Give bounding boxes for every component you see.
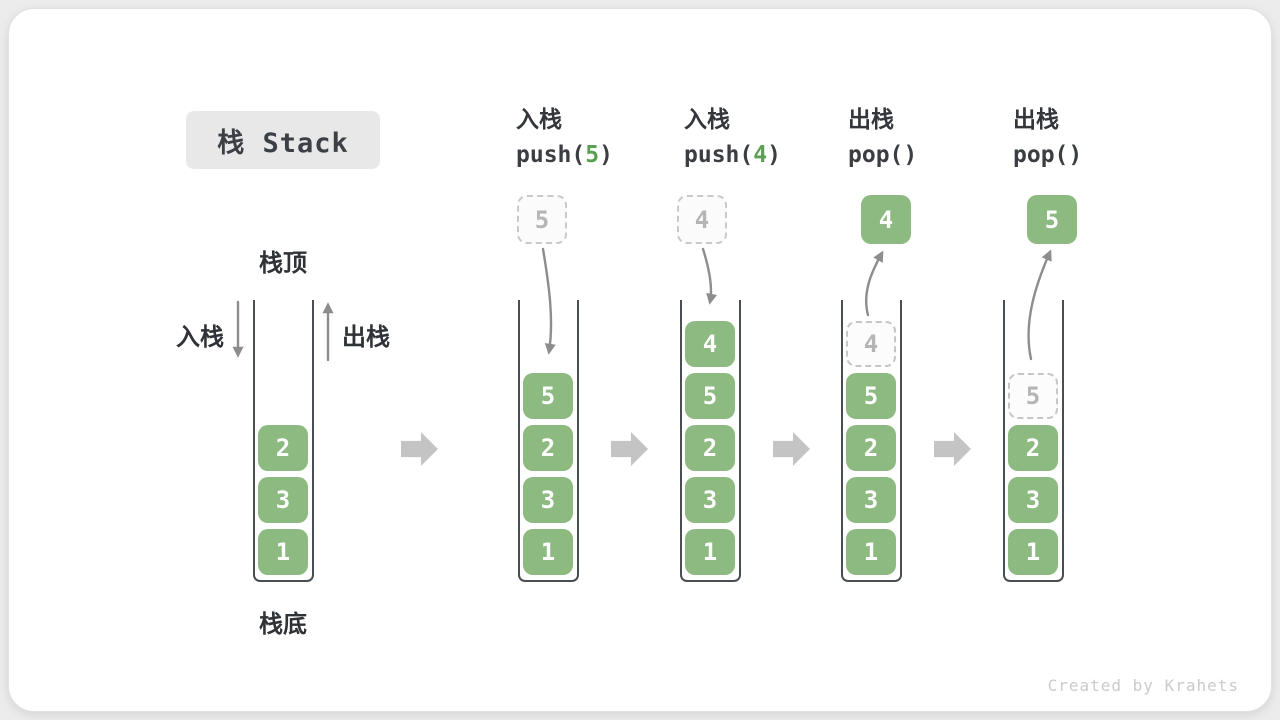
push-curved-arrow-icon bbox=[701, 247, 718, 305]
op-name: 入栈 bbox=[684, 106, 730, 132]
popped-value-box: 4 bbox=[861, 195, 911, 244]
stack-cell: 3 bbox=[1008, 477, 1058, 523]
stack-column-after-push-4: 4 5 2 3 1 bbox=[680, 300, 741, 582]
stack-cell: 3 bbox=[685, 477, 735, 523]
stack-cell: 2 bbox=[1008, 425, 1058, 471]
op-name: 出栈 bbox=[1013, 106, 1059, 132]
stack-cell: 5 bbox=[523, 373, 573, 419]
incoming-value-box: 5 bbox=[517, 195, 567, 244]
stack-top-label: 栈顶 bbox=[259, 250, 307, 277]
op-arg: 4 bbox=[753, 142, 768, 168]
stack-column-initial: 2 3 1 bbox=[253, 300, 314, 582]
op-label-pop-2: 出栈 pop() bbox=[1013, 105, 1173, 169]
stack-column-after-pop-5: 5 2 3 1 bbox=[1003, 300, 1064, 582]
incoming-value-box: 4 bbox=[677, 195, 727, 244]
stack-bottom-label: 栈底 bbox=[259, 611, 307, 638]
op-code: push(5) bbox=[516, 142, 613, 168]
next-state-arrow-icon bbox=[773, 432, 810, 466]
op-name: 入栈 bbox=[516, 106, 562, 132]
stack-cell: 2 bbox=[258, 425, 308, 471]
stack-column-after-push-5: 5 2 3 1 bbox=[518, 300, 579, 582]
op-name: 出栈 bbox=[848, 106, 894, 132]
stack-cell-ghost: 4 bbox=[846, 321, 896, 367]
pop-direction-label: 出栈 bbox=[342, 324, 390, 351]
popped-value-box: 5 bbox=[1027, 195, 1077, 244]
op-label-push-5: 入栈 push(5) bbox=[516, 105, 676, 169]
stack-cell: 4 bbox=[685, 321, 735, 367]
stack-cell: 1 bbox=[523, 529, 573, 575]
op-label-push-4: 入栈 push(4) bbox=[684, 105, 844, 169]
stack-column-after-pop-4: 4 5 2 3 1 bbox=[841, 300, 902, 582]
stack-cell: 3 bbox=[258, 477, 308, 523]
op-code: push(4) bbox=[684, 142, 781, 168]
next-state-arrow-icon bbox=[934, 432, 971, 466]
next-state-arrow-icon bbox=[401, 432, 438, 466]
stack-cell: 1 bbox=[846, 529, 896, 575]
op-code: pop() bbox=[1013, 142, 1083, 168]
title-badge: 栈 Stack bbox=[186, 111, 380, 169]
stack-cell: 3 bbox=[523, 477, 573, 523]
stack-cell: 2 bbox=[846, 425, 896, 471]
op-code: pop() bbox=[848, 142, 918, 168]
watermark: Created by Krahets bbox=[1047, 676, 1239, 695]
stack-cell: 5 bbox=[846, 373, 896, 419]
stack-cell: 1 bbox=[685, 529, 735, 575]
stack-cell-ghost: 5 bbox=[1008, 373, 1058, 419]
stack-cell: 2 bbox=[523, 425, 573, 471]
op-label-pop-1: 出栈 pop() bbox=[848, 105, 1008, 169]
stack-cell: 5 bbox=[685, 373, 735, 419]
op-arg: 5 bbox=[585, 142, 600, 168]
push-direction-label: 入栈 bbox=[176, 324, 224, 351]
stack-cell: 1 bbox=[258, 529, 308, 575]
stack-cell: 3 bbox=[846, 477, 896, 523]
stack-cell: 1 bbox=[1008, 529, 1058, 575]
next-state-arrow-icon bbox=[611, 432, 648, 466]
stack-cell: 2 bbox=[685, 425, 735, 471]
